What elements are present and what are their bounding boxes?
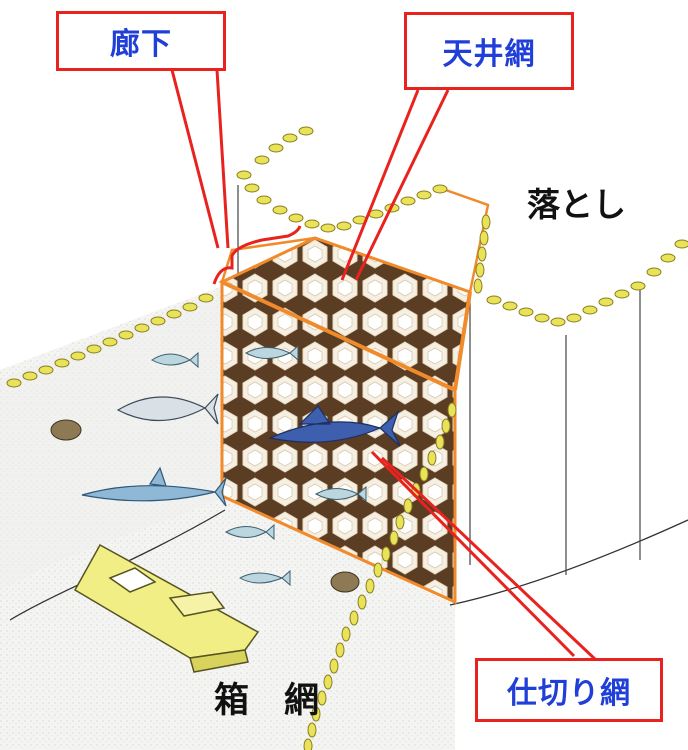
net-frame-lines — [220, 186, 490, 293]
small-fish — [151, 344, 367, 587]
fish-group — [50, 344, 401, 593]
tuna — [116, 393, 219, 425]
net-edge-highlight — [221, 280, 472, 392]
marlin — [267, 405, 401, 447]
corridor-callout: 廊下 — [56, 11, 226, 71]
turtle — [50, 419, 360, 593]
boat — [73, 543, 260, 673]
partition-net-callout: 仕切り網 — [475, 658, 663, 722]
drop-net-outline — [237, 185, 641, 575]
ceiling-net-callout: 天井網 — [404, 12, 574, 90]
drop-label: 落とし — [527, 185, 626, 224]
corridor-bracket — [212, 225, 302, 285]
callout-leaders — [170, 69, 598, 662]
shark — [81, 466, 227, 507]
box-net-label: 箱 網 — [214, 681, 320, 721]
